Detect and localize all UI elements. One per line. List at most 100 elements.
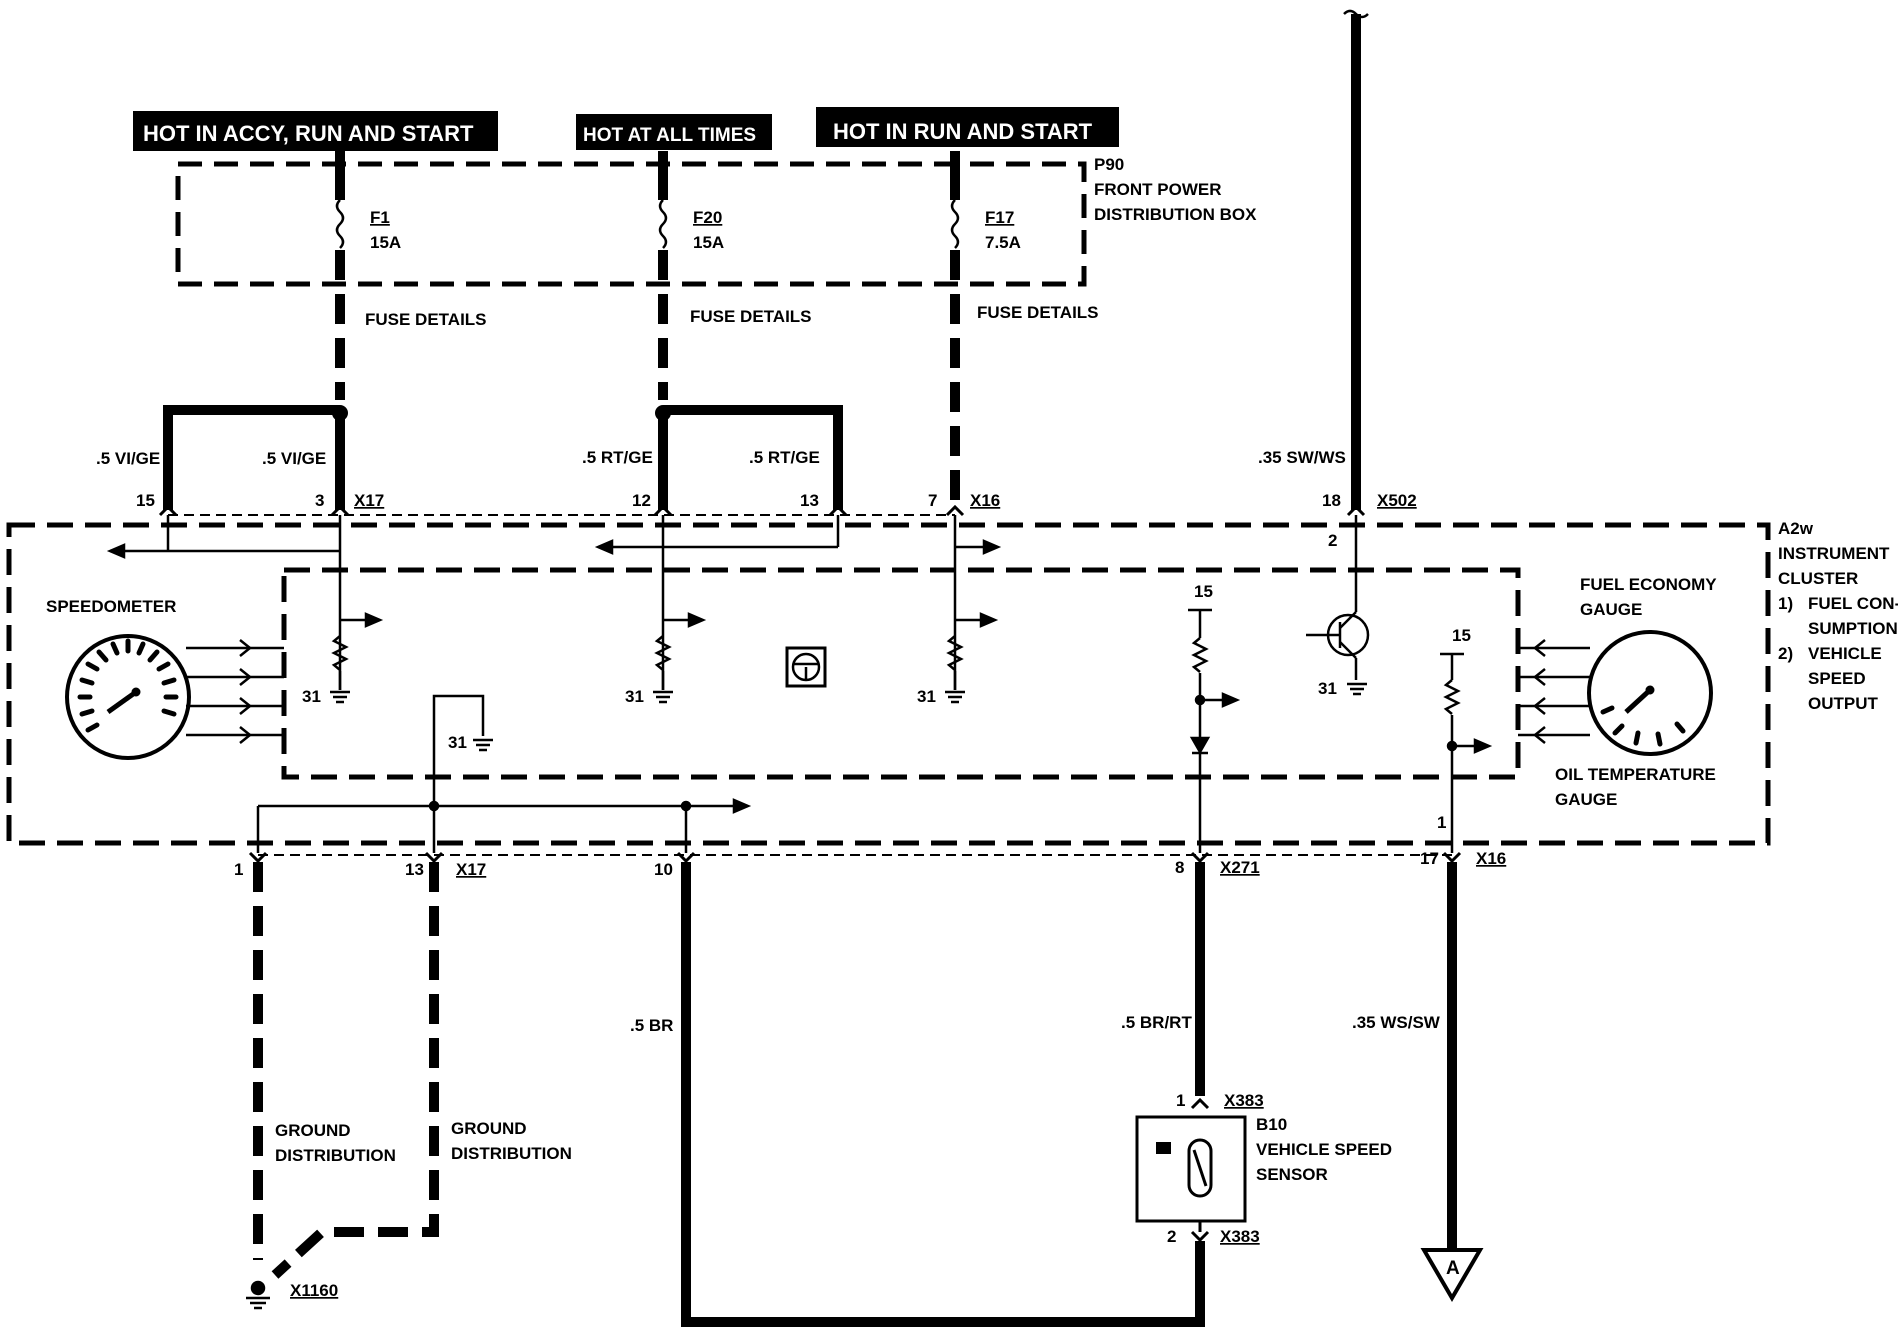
upper-connector-pins (158, 504, 1366, 517)
oil-temp-circuit (1440, 652, 1493, 853)
wire-label-brrt: .5 BR/RT (1121, 1013, 1192, 1032)
fuel-gauge-label-2: GAUGE (1580, 600, 1642, 619)
speed-output-circuit (1188, 608, 1241, 853)
vehicle-speed-sensor (1135, 1097, 1247, 1243)
ground-label-left-2: DISTRIBUTION (275, 1146, 396, 1165)
fuse-f20-circuit (655, 151, 843, 510)
pin-15: 15 (136, 491, 155, 510)
pin-31-e: 31 (448, 733, 467, 752)
ground-label-left-1: GROUND (275, 1121, 351, 1140)
pin-12: 12 (632, 491, 651, 510)
wire-label-wssw: .35 WS/SW (1352, 1013, 1441, 1032)
transistor-icon (1306, 515, 1370, 680)
pin-15-fuel: 15 (1194, 582, 1213, 601)
fuse-f20-name: F20 (693, 208, 722, 227)
wire-label-swws: .35 SW/WS (1258, 448, 1346, 467)
cluster-feature2-c: OUTPUT (1808, 694, 1879, 713)
pin-17: 17 (1420, 849, 1439, 868)
fuse-f17-name: F17 (985, 208, 1014, 227)
header-always: HOT AT ALL TIMES (576, 114, 772, 150)
cluster-feature2-a: VEHICLE (1808, 644, 1882, 663)
wire-label-vige-left: .5 VI/GE (96, 449, 160, 468)
pin-3: 3 (315, 491, 324, 510)
header-accy: HOT IN ACCY, RUN AND START (133, 111, 498, 151)
connector-x271: X271 (1220, 858, 1260, 877)
pin-31-a: 31 (302, 687, 321, 706)
connector-x17-upper: X17 (354, 491, 384, 510)
header-run-text: HOT IN RUN AND START (833, 119, 1093, 144)
connector-x383-bottom: X383 (1220, 1227, 1260, 1246)
sensor-pin-1: 1 (1176, 1091, 1185, 1110)
pin-10: 10 (654, 860, 673, 879)
pin-8: 8 (1175, 858, 1184, 877)
header-accy-text: HOT IN ACCY, RUN AND START (143, 121, 474, 146)
oil-gauge-label-2: GAUGE (1555, 790, 1617, 809)
connector-x383-top: X383 (1224, 1091, 1264, 1110)
fuse-f1-rating: 15A (370, 233, 401, 252)
ground-icon (330, 682, 1367, 752)
header-run: HOT IN RUN AND START (816, 107, 1119, 147)
fuel-gauge-label-1: FUEL ECONOMY (1580, 575, 1717, 594)
cluster-inner-box (281, 567, 1521, 780)
cluster-id: A2w (1778, 519, 1814, 538)
fuse-f17-rating: 7.5A (985, 233, 1021, 252)
feed-wire-swws (1343, 9, 1369, 510)
fuse-f17-details: FUSE DETAILS (977, 303, 1099, 322)
wire-label-rtge-right: .5 RT/GE (749, 448, 820, 467)
br-wire-loop (681, 862, 1205, 1327)
cluster-line2: CLUSTER (1778, 569, 1858, 588)
cluster-feature2-num: 2) (1778, 644, 1793, 663)
fuse-f1-circuit (163, 151, 348, 510)
wire-label-rtge-left: .5 RT/GE (582, 448, 653, 467)
ground-distribution-wires (253, 862, 439, 1279)
pin-15-oil: 15 (1452, 626, 1471, 645)
pin-13: 13 (800, 491, 819, 510)
pin-31-b: 31 (625, 687, 644, 706)
cluster-line1: INSTRUMENT (1778, 544, 1890, 563)
instrument-cluster-box (6, 522, 1771, 846)
offpage-connector-a: A (1446, 1258, 1460, 1279)
lower-left-wiring (256, 694, 752, 853)
wire-label-br: .5 BR (630, 1016, 673, 1035)
sensor-line2: SENSOR (1256, 1165, 1328, 1184)
sensor-pin-2: 2 (1167, 1227, 1176, 1246)
ground-icon (246, 1280, 270, 1310)
fuse-f1-name: F1 (370, 208, 390, 227)
sensor-line1: VEHICLE SPEED (1256, 1140, 1392, 1159)
pin-13-lower: 13 (405, 860, 424, 879)
connector-x16-lower: X16 (1476, 849, 1506, 868)
fuse-f1-details: FUSE DETAILS (365, 310, 487, 329)
cluster-feature1-a: FUEL CON- (1808, 594, 1898, 613)
pin-31-c: 31 (917, 687, 936, 706)
connector-x502: X502 (1377, 491, 1417, 510)
connector-x17-lower: X17 (456, 860, 486, 879)
ground-label-right-1: GROUND (451, 1119, 527, 1138)
sensor-id: B10 (1256, 1115, 1287, 1134)
pin-1-lower: 1 (234, 860, 243, 879)
fuel-oil-gauge (1518, 630, 1713, 756)
pin-31-d: 31 (1318, 679, 1337, 698)
cluster-feature1-num: 1) (1778, 594, 1793, 613)
speedometer-label: SPEEDOMETER (46, 597, 176, 616)
speedometer-gauge (65, 634, 284, 760)
power-distribution-box (175, 161, 1087, 287)
power-box-line1: FRONT POWER (1094, 180, 1222, 199)
cluster-feature2-b: SPEED (1808, 669, 1866, 688)
connector-x1160: X1160 (290, 1281, 338, 1300)
wssw-wire (1420, 862, 1484, 1302)
pin-1-cluster: 1 (1437, 813, 1446, 832)
connector-x16-upper: X16 (970, 491, 1000, 510)
pin-7: 7 (928, 491, 937, 510)
pin-2-upper: 2 (1328, 531, 1337, 550)
fuse-f20-rating: 15A (693, 233, 724, 252)
header-always-text: HOT AT ALL TIMES (583, 125, 756, 146)
wire-label-vige-right: .5 VI/GE (262, 449, 326, 468)
ground-label-right-2: DISTRIBUTION (451, 1144, 572, 1163)
cluster-internal-wiring (106, 515, 1002, 690)
fuse-f20-details: FUSE DETAILS (690, 307, 812, 326)
power-box-id: P90 (1094, 155, 1124, 174)
steering-wheel-icon (785, 646, 827, 688)
pin-18: 18 (1322, 491, 1341, 510)
power-box-line2: DISTRIBUTION BOX (1094, 205, 1257, 224)
